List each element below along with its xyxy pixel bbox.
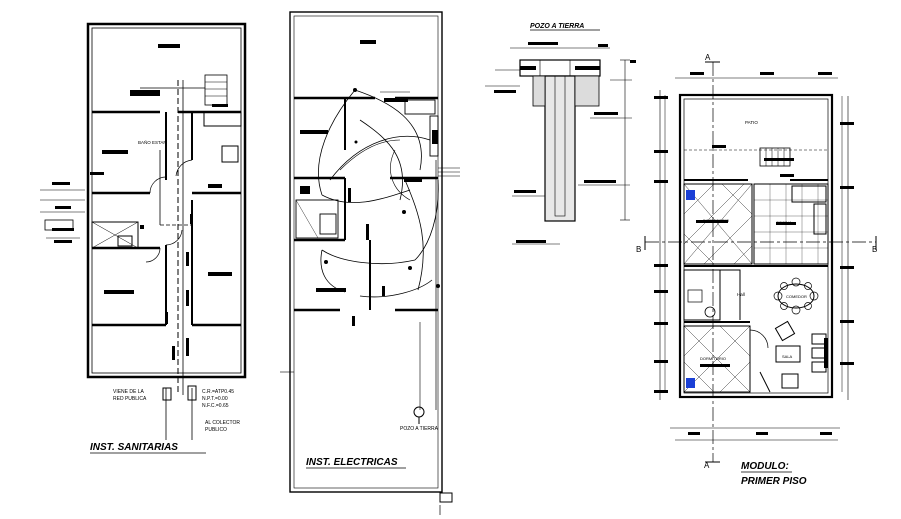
label-viene-red-1: VIENE DE LA [113,389,145,395]
room-patio: PATIO [745,120,758,125]
cut-b-right: B [872,245,877,254]
plan-instalaciones-electricas [280,11,460,515]
plan-instalaciones-sanitarias [40,22,247,440]
room-dormitorio-1: DORMITORIO [703,218,729,223]
svg-text:BAÑO ESTAR: BAÑO ESTAR [138,139,167,145]
label-cota-3: N.F.C.=0.65 [202,403,229,409]
sanitarias-labels: BAÑO ESTAR VIENE DE LA RED PUBLICA C.R.=… [90,139,240,454]
modulo-accent-fixtures [686,190,695,388]
title-pozo-tierra: POZO A TIERRA [530,23,584,30]
cut-a-bottom: A [704,461,710,470]
label-colector-2: PUBLICO [205,427,227,433]
title-inst-sanitarias: INST. SANITARIAS [90,442,178,453]
electricas-fill-marks [300,40,440,326]
room-comedor: COMEDOR [786,294,807,299]
label-colector-1: AL COLECTOR [205,420,240,426]
label-viene-red-2: RED PUBLICA [113,396,147,402]
cut-b-left: B [636,245,641,254]
sanitarias-fill-marks [52,44,232,360]
modulo-labels: A A B B PATIO DORMITORIO COCINA Hall COM… [636,53,877,487]
title-primer-piso: PRIMER PISO [741,476,807,487]
pozo-fill-marks [494,42,636,243]
room-dormitorio-2: DORMITORIO [700,356,726,361]
electricas-labels: POZO A TIERRA INST. ELECTRICAS [306,426,439,469]
room-cocina: COCINA [776,220,792,225]
accent-fixture-bottom [686,378,695,388]
modulo-fill-marks [654,72,854,435]
plan-modulo-primer-piso [644,61,877,463]
detalle-pozo-tierra: POZO A TIERRA [485,23,632,245]
label-cota-2: N.P.T.=0.00 [202,396,228,402]
room-hall: Hall [737,292,745,297]
title-inst-electricas: INST. ELECTRICAS [306,457,398,468]
label-pozo-tierra-elec: POZO A TIERRA [400,426,439,432]
cut-a-top: A [705,53,711,62]
accent-fixture-top [686,190,695,200]
title-modulo: MODULO: [741,461,789,472]
label-cota-1: C.R.=ATP0.45 [202,389,234,395]
room-sala: SALA [782,354,793,359]
